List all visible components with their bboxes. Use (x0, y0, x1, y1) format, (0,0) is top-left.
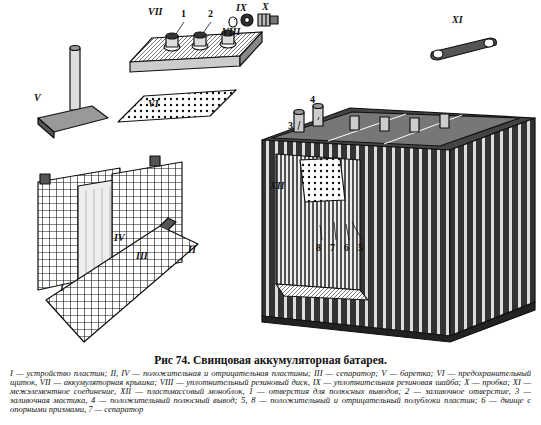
callout-number: 8 (316, 242, 321, 253)
roman-numeral: VI (148, 98, 159, 109)
rubber-washer (241, 14, 253, 26)
roman-numeral: II (188, 244, 196, 255)
roman-numeral: X (262, 1, 269, 12)
plate-grid (46, 226, 198, 342)
callout-number: 5 (358, 242, 363, 253)
roman-numeral: V (34, 92, 41, 103)
leader-lines (176, 18, 362, 240)
roman-numeral: III (136, 250, 148, 261)
figure-caption: I — устройство пластин; II, IV — положит… (10, 369, 531, 414)
intercell-connector (431, 38, 497, 60)
rubber-disk (229, 17, 237, 27)
roman-numeral: IV (114, 232, 125, 243)
callout-number: 7 (330, 242, 335, 253)
roman-numeral: XI (452, 14, 463, 25)
roman-numeral: IX (236, 2, 247, 13)
plug (258, 14, 278, 26)
callout-number: 2 (208, 8, 213, 19)
figure-title: Рис 74. Свинцовая аккумуляторная батарея… (0, 354, 541, 367)
callout-number: 3 (288, 120, 293, 131)
plate-strap (38, 46, 108, 139)
roman-numeral: I (60, 282, 64, 293)
roman-numeral: VII (148, 6, 162, 17)
roman-numeral: VIII (222, 26, 240, 37)
safety-shield (118, 90, 236, 122)
callout-number: 6 (344, 242, 349, 253)
callout-number: 4 (310, 94, 315, 105)
callout-number: 1 (181, 8, 186, 19)
roman-numeral: XII (270, 180, 284, 191)
monoblock (262, 104, 535, 343)
